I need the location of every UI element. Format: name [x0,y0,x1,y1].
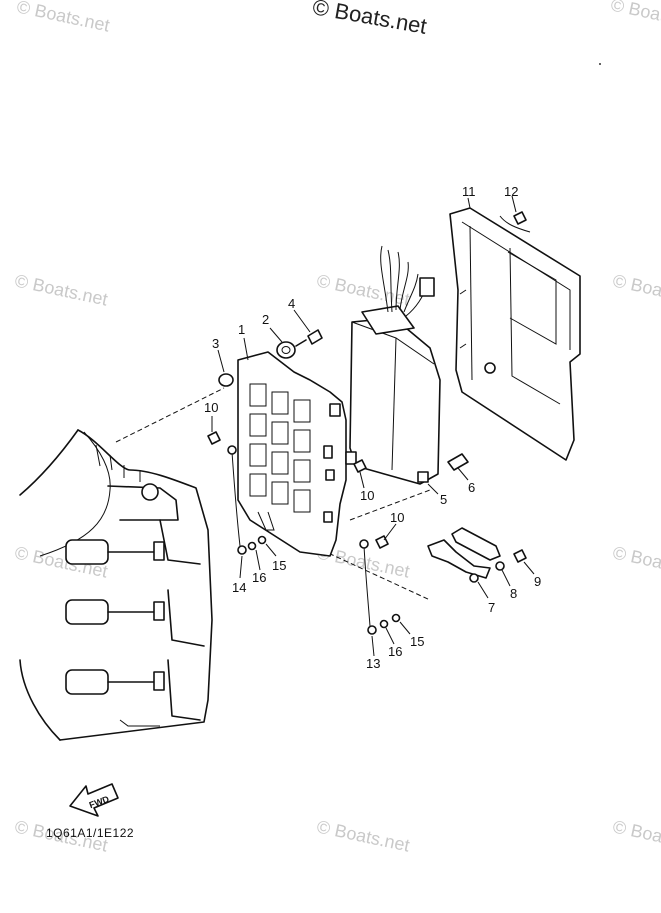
callout-1: 1 [238,322,245,337]
callout-3: 3 [212,336,219,351]
part-11-cover [449,207,581,461]
diagram-code: 1Q61A1/1E122 [46,826,135,840]
callout-2: 2 [262,312,269,327]
alignment-line [349,489,431,521]
leader-lines [211,195,535,657]
callout-15: 15 [410,634,424,649]
callout-10: 10 [204,400,218,415]
callout-5: 5 [440,492,447,507]
callout-12: 12 [504,184,518,199]
fwd-arrow-icon: FWD [69,783,119,817]
speck [599,63,601,65]
callout-11: 11 [462,184,476,199]
callout-10: 10 [360,488,374,503]
callout-labels: 1 2 3 4 5 6 7 8 9 10 10 10 11 12 13 14 1… [204,184,541,671]
callout-10: 10 [390,510,404,525]
alignment-line [115,387,225,443]
callout-14: 14 [232,580,246,595]
part-7-bracket [427,527,501,579]
callout-4: 4 [288,296,295,311]
callout-16: 16 [388,644,402,659]
callout-6: 6 [468,480,475,495]
callout-15: 15 [272,558,286,573]
callout-7: 7 [488,600,495,615]
callout-13: 13 [366,656,380,671]
part-5-cdi-unit [345,245,441,485]
engine-block [19,429,213,741]
callout-16: 16 [252,570,266,585]
hardware-parts [207,211,527,635]
callout-8: 8 [510,586,517,601]
part-1-bracket-plate [237,351,347,557]
callout-9: 9 [534,574,541,589]
